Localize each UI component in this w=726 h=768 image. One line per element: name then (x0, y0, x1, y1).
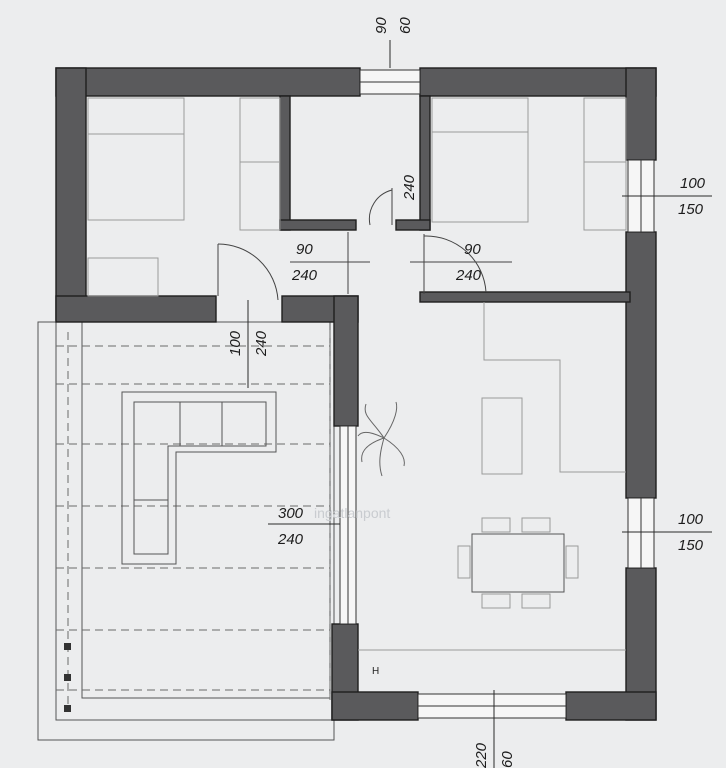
dim-top-window-b: 60 (397, 17, 414, 34)
chair (481, 593, 511, 609)
corner-sofa (121, 391, 277, 565)
chair (521, 517, 551, 533)
chair (521, 593, 551, 609)
chair (565, 545, 579, 579)
dim-right-bed-door-b: 240 (455, 267, 482, 284)
watermark: ingatlanpont (314, 505, 390, 521)
walls (55, 67, 657, 721)
dim-terrace-opening-b: 240 (277, 531, 304, 548)
dim-left-bed-door-b: 240 (291, 267, 318, 284)
dim-right-bed-door-a: 90 (464, 241, 481, 258)
bed-left (87, 97, 185, 221)
dim-top-window-a: 90 (373, 17, 390, 34)
dining-table (471, 533, 565, 593)
post-marker (64, 705, 71, 712)
dim-right-window-2-a: 100 (678, 511, 704, 528)
windows (339, 69, 655, 719)
island (481, 397, 523, 475)
dim-bath-door: 240 (401, 174, 418, 201)
plant-symbol (357, 401, 405, 477)
dim-left-bed-door-a: 90 (296, 241, 313, 258)
post-marker (64, 643, 71, 650)
chair (457, 545, 471, 579)
wardrobe-right (583, 97, 627, 231)
door-swings (217, 188, 512, 301)
bed-right (431, 97, 529, 223)
furniture-sketches (87, 97, 627, 651)
dimension-labels: 90 60 240 90 240 90 240 100 240 100 150 … (227, 17, 706, 768)
wardrobe-left (239, 97, 281, 231)
dim-bottom-door-b: 60 (499, 751, 516, 768)
dim-right-window-1-b: 150 (678, 201, 704, 218)
dim-right-window-2-b: 150 (678, 537, 704, 554)
dim-hall-door-a: 100 (227, 330, 244, 356)
dimension-lines (247, 40, 712, 768)
post-marker (64, 674, 71, 681)
dim-right-window-1-a: 100 (680, 175, 706, 192)
chair (481, 517, 511, 533)
fixture-mark: H (372, 666, 379, 677)
dim-bottom-door-a: 220 (473, 742, 490, 768)
dim-hall-door-b: 240 (253, 330, 270, 357)
dim-terrace-opening-a: 300 (278, 505, 304, 522)
